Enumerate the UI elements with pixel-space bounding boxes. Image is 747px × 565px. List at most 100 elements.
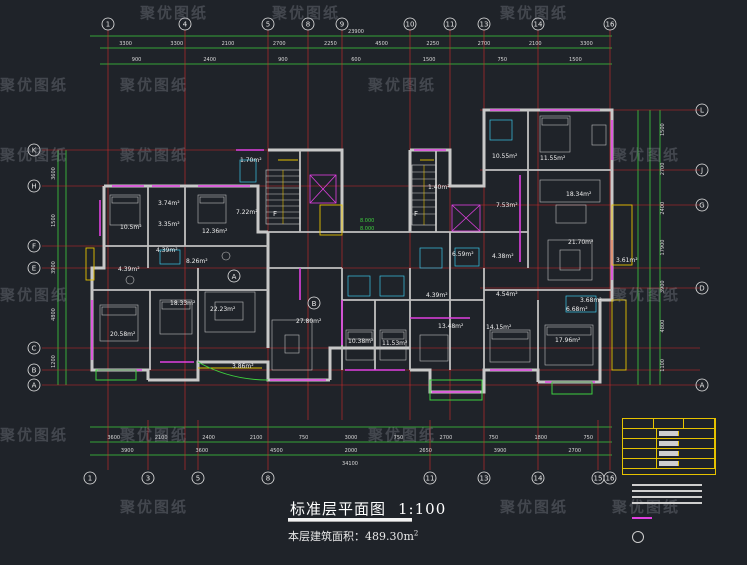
room-area-label: 12.36m²	[202, 228, 228, 235]
drawing-title: 标准层平面图	[290, 500, 387, 518]
axis-bubble-bottom: 8	[261, 471, 275, 485]
axis-bubble-bottom-label: 14	[534, 475, 543, 483]
room-area-label: 3.86m²	[232, 363, 254, 370]
room-area-label: 17.96m²	[555, 337, 581, 344]
room-area-labels: 10.5m²3.74m²3.35m²12.36m²7.22m²1.70m²4.3…	[110, 153, 638, 370]
axis-bubble-top: 5	[261, 17, 275, 31]
balconies	[95, 361, 593, 401]
axis-bubble-left: E	[27, 261, 41, 275]
dimension-text-bottom: 1800	[534, 435, 547, 441]
room-area-label: 13.48m²	[438, 323, 464, 330]
axis-bubble-bottom-label: 16	[606, 475, 615, 483]
axis-bubble-left: F	[27, 239, 41, 253]
dimension-text-top: 3300	[580, 41, 593, 47]
axis-bubble-bottom: 11	[423, 471, 437, 485]
dimension-text-top: 2400	[203, 57, 216, 63]
dimension-overall-bottom: 34100	[342, 461, 358, 467]
axis-bubble-top: 11	[443, 17, 457, 31]
detail-marker-a-label: A	[232, 273, 237, 281]
fixtures	[159, 119, 597, 313]
stair-core-right	[411, 164, 437, 226]
dimension-text-left: 3900	[51, 261, 57, 274]
dimension-text-bottom: 3900	[494, 448, 507, 454]
grid-lines	[42, 30, 700, 470]
dimension-text-top: 2250	[426, 41, 439, 47]
room-area-label: 4.38m²	[492, 253, 514, 260]
axis-bubble-bottom-label: 13	[480, 475, 489, 483]
dimension-text-bottom: 750	[489, 435, 499, 441]
dimension-text-bottom: 2000	[345, 448, 358, 454]
svg-text:8.000: 8.000	[360, 226, 374, 232]
axis-bubble-bottom-label: 1	[88, 475, 92, 483]
room-area-label: 20.58m²	[110, 331, 136, 338]
drawing-scale: 1:100	[398, 500, 447, 518]
axis-bubble-top-label: 11	[446, 21, 455, 29]
stair-core-left	[265, 169, 301, 225]
axis-bubble-bottom-label: 5	[196, 475, 200, 483]
axis-bubble-bottom: 1	[83, 471, 97, 485]
room-area-label: 14.15m²	[486, 324, 512, 331]
axis-bubble-top-label: 16	[606, 21, 615, 29]
dimension-text-bottom: 2400	[202, 435, 215, 441]
room-area-label: 3.74m²	[158, 200, 180, 207]
room-area-label: 21.70m²	[568, 239, 594, 246]
axis-bubble-top: 4	[178, 17, 192, 31]
dimension-text-top: 900	[132, 57, 142, 63]
axis-bubble-left-label: B	[32, 367, 37, 375]
axis-bubble-top-label: 4	[183, 21, 188, 29]
dimension-text-right: 1500	[660, 123, 666, 136]
dimension-text-bottom: 4500	[270, 448, 283, 454]
room-area-label: 1.40m²	[428, 184, 450, 191]
axis-bubble-left: A	[27, 378, 41, 392]
room-area-label: 22.23m²	[210, 306, 236, 313]
elevators	[309, 174, 481, 232]
room-area-label: 10.38m²	[348, 338, 374, 345]
detail-marker-b-label: B	[312, 300, 317, 308]
dimension-text-right: 2700	[660, 163, 666, 176]
drawing-title-block: 标准层平面图 1:100	[290, 498, 446, 519]
axis-bubble-bottom: 16	[603, 471, 617, 485]
dimension-text-bottom: 3900	[121, 448, 134, 454]
dimension-lines	[57, 35, 661, 456]
dimension-text-left: 4800	[51, 308, 57, 321]
axis-bubble-top: 9	[335, 17, 349, 31]
axis-bubble-bottom: 15	[591, 471, 605, 485]
dimension-text-bottom: 2650	[419, 448, 432, 454]
axis-bubble-bottom-label: 15	[594, 475, 603, 483]
detail-marker-a: A	[227, 269, 241, 283]
axis-bubble-bottom: 13	[477, 471, 491, 485]
axis-bubble-bottom-label: 11	[426, 475, 435, 483]
floor-area-value: 489.30m	[365, 530, 414, 543]
axis-bubble-top-label: 14	[534, 21, 543, 29]
axis-bubble-right: L	[695, 103, 709, 117]
room-area-label: 18.33m²	[170, 300, 196, 307]
room-area-label: 27.80m²	[296, 318, 322, 325]
room-area-label: 10.5m²	[120, 224, 142, 231]
room-area-label: 4.39m²	[426, 292, 448, 299]
dimension-text-bottom: 2100	[155, 435, 168, 441]
dimension-text-right: 1100	[660, 359, 666, 372]
dimension-text-right: 4800	[660, 320, 666, 333]
room-area-label: 11.55m²	[540, 155, 566, 162]
room-area-label: 6.59m²	[452, 251, 474, 258]
axis-bubble-right-label: L	[700, 107, 704, 115]
axis-bubble-right-label: D	[699, 285, 704, 293]
dimension-text-top: 3300	[170, 41, 183, 47]
axis-bubble-left-label: F	[32, 243, 36, 251]
dimension-text-top: 600	[351, 57, 361, 63]
axis-bubble-top-label: 13	[480, 21, 489, 29]
axis-bubble-bottom: 3	[141, 471, 155, 485]
axis-bubble-top: 1	[101, 17, 115, 31]
floor-area-unit: 2	[413, 529, 419, 538]
axis-bubble-top-label: 8	[306, 21, 310, 29]
axis-bubble-right-label: A	[700, 382, 705, 390]
room-area-label: 1.70m²	[240, 157, 262, 164]
room-area-label: 4.39m²	[118, 266, 140, 273]
room-area-label: 8.26m²	[186, 258, 208, 265]
svg-text:8.000: 8.000	[360, 218, 374, 224]
window-lines	[91, 109, 613, 393]
